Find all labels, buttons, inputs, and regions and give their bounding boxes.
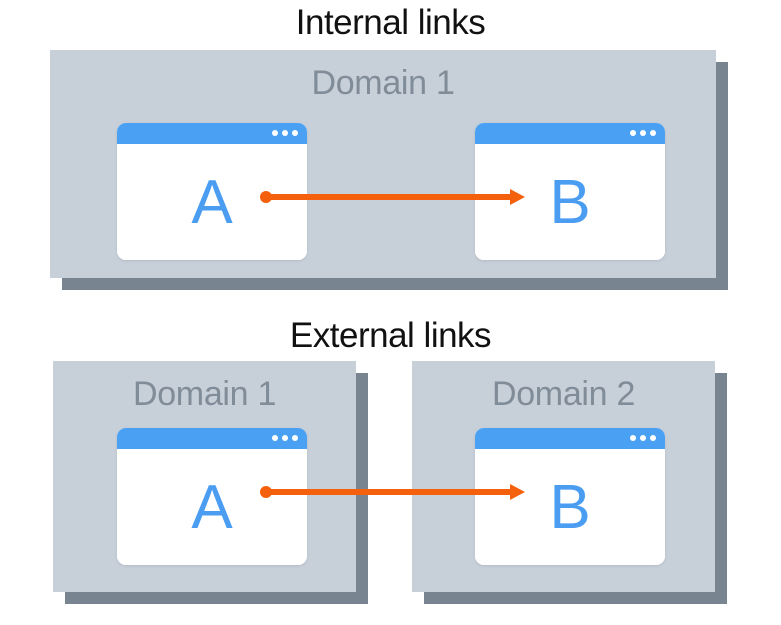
window-control-dot-1 — [630, 130, 636, 136]
page-letter-b: B — [549, 168, 591, 237]
page-letter-b: B — [549, 473, 591, 542]
browser-titlebar — [475, 123, 665, 144]
browser-viewport: A — [117, 144, 307, 260]
domain-label-internal-1: Domain 1 — [311, 64, 455, 102]
domain-label-external-1: Domain 1 — [132, 375, 277, 413]
window-control-dot-2 — [282, 435, 288, 441]
window-controls[interactable] — [630, 435, 656, 441]
window-control-dot-3 — [650, 435, 656, 441]
browser-titlebar — [117, 123, 307, 144]
browser-card-internal-a[interactable]: A — [117, 123, 307, 260]
arrow-right-icon — [510, 484, 525, 500]
browser-card-internal-b[interactable]: B — [475, 123, 665, 260]
window-control-dot-2 — [640, 435, 646, 441]
browser-titlebar — [117, 428, 307, 449]
browser-viewport: A — [117, 449, 307, 565]
browser-card-external-b[interactable]: B — [475, 428, 665, 565]
link-shaft — [265, 194, 510, 200]
browser-viewport: B — [475, 144, 665, 260]
external-links-heading: External links — [289, 316, 492, 355]
arrow-right-icon — [510, 189, 525, 205]
page-letter-a: A — [191, 473, 233, 542]
browser-viewport: B — [475, 449, 665, 565]
window-control-dot-1 — [630, 435, 636, 441]
link-shaft — [265, 489, 510, 495]
browser-titlebar — [475, 428, 665, 449]
page-letter-a: A — [191, 168, 233, 237]
window-control-dot-2 — [640, 130, 646, 136]
window-controls[interactable] — [272, 435, 298, 441]
window-control-dot-3 — [292, 130, 298, 136]
window-control-dot-1 — [272, 435, 278, 441]
window-control-dot-2 — [282, 130, 288, 136]
window-control-dot-3 — [650, 130, 656, 136]
internal-link-arrow — [260, 187, 525, 207]
window-control-dot-3 — [292, 435, 298, 441]
domain-label-external-2: Domain 2 — [491, 375, 636, 413]
browser-card-external-a[interactable]: A — [117, 428, 307, 565]
external-link-arrow — [260, 482, 525, 502]
window-control-dot-1 — [272, 130, 278, 136]
window-controls[interactable] — [630, 130, 656, 136]
window-controls[interactable] — [272, 130, 298, 136]
internal-links-heading: Internal links — [295, 3, 486, 42]
